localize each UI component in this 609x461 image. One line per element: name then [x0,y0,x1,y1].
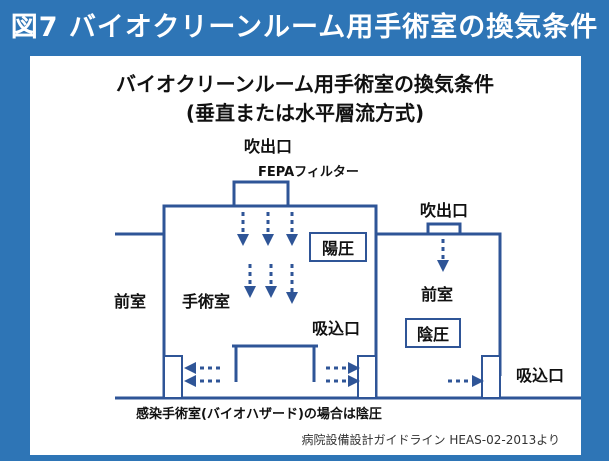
side-room-top-right [460,232,502,376]
right-anteroom-label: 前室 [421,285,453,304]
intake-panel-left [163,355,183,399]
left-anteroom-label: 前室 [114,292,146,311]
diagram-title: バイオクリーンルーム用手術室の換気条件 [116,72,494,96]
positive-pressure-box [309,232,367,262]
operating-room-label: 手術室 [182,292,230,311]
side-intake-label: 吸込口 [516,366,564,385]
filter-label: FEPAフィルター [258,165,359,180]
diagram-panel: バイオクリーンルーム用手術室の換気条件 (垂直または水平層流方式) [30,56,581,455]
main-outlet-label: 吹出口 [244,137,292,156]
positive-pressure-label: 陽圧 [322,239,354,258]
negative-pressure-label: 陰圧 [417,325,449,344]
side-outlet-label: 吹出口 [420,201,468,220]
intake-panel-right [357,355,377,399]
slide-header-title: 図7 バイオクリーンルーム用手術室の換気条件 [10,12,599,43]
intake-panels [163,355,501,399]
biohazard-note: 感染手術室(バイオハザード)の場合は陰圧 [136,406,382,422]
ventilation-diagram: バイオクリーンルーム用手術室の換気条件 (垂直または水平層流方式) [114,72,581,447]
negative-pressure-box [405,318,461,348]
main-room-right-wall [288,204,378,398]
side-outlet-box [426,222,462,236]
fepa-filter-box [232,180,290,208]
main-room-walls [115,180,581,400]
operating-table [232,344,318,382]
main-intake-label: 吸込口 [312,319,360,338]
exhaust-arrows [184,362,484,387]
source-citation: 病院設備設計ガイドライン HEAS-02-2013より [302,432,560,447]
main-room-left-wall [162,204,234,398]
side-room-walls [376,222,502,376]
diagram-subtitle: (垂直または水平層流方式) [186,101,424,125]
downflow-arrows [237,212,449,304]
intake-panel-side [481,355,501,399]
